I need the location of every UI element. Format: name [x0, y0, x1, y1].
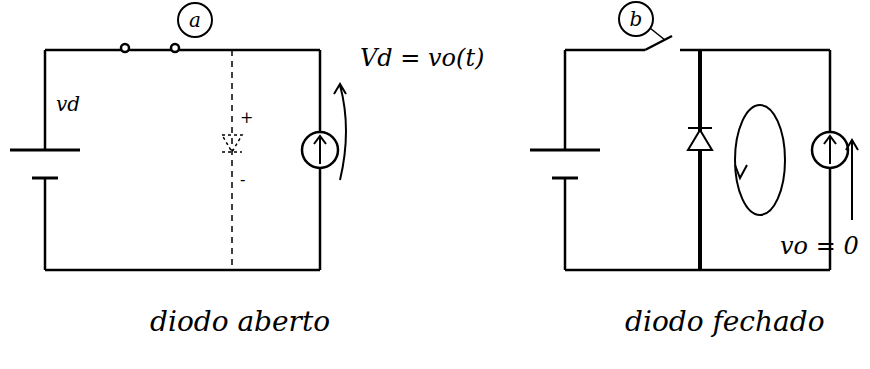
wire	[564, 50, 567, 150]
wire	[45, 269, 320, 272]
wire	[564, 178, 567, 270]
current-loop	[735, 105, 785, 215]
battery-plate	[10, 149, 80, 152]
diode-short	[698, 50, 702, 270]
diode-symbol-dashed	[222, 135, 242, 152]
callout-circle: b	[618, 1, 654, 37]
diode-symbol	[688, 128, 712, 150]
source-arrow	[314, 136, 326, 164]
wire	[319, 50, 322, 132]
callout-circle: a	[177, 2, 213, 38]
wire	[829, 50, 832, 132]
handwritten-label: +	[240, 108, 253, 127]
voltage-arrow	[846, 140, 858, 220]
diode-open-dashed	[231, 50, 233, 270]
voltage-arrow	[334, 84, 346, 180]
switch-contact	[121, 44, 129, 52]
wire	[565, 269, 830, 272]
wire	[565, 49, 645, 52]
current-source	[812, 132, 848, 168]
current-source	[302, 132, 338, 168]
handwritten-label: -	[240, 170, 245, 189]
handwritten-label: vd	[56, 92, 80, 116]
wire	[680, 49, 830, 52]
handwritten-label: vo = 0	[780, 232, 859, 260]
loop-arrow	[735, 165, 747, 178]
source-arrow	[824, 136, 836, 164]
handwritten-label: diodo aberto	[150, 305, 330, 338]
wire	[45, 49, 320, 52]
wire	[319, 168, 322, 270]
switch-blade	[645, 36, 672, 50]
leader-line	[650, 28, 665, 40]
wire	[44, 178, 47, 270]
battery-plate	[530, 149, 600, 152]
handwritten-label: diodo fechado	[625, 305, 825, 338]
switch-contact	[171, 44, 179, 52]
wire	[44, 50, 47, 150]
callout-letter: a	[189, 8, 201, 32]
handwritten-label: Vd = vo(t)	[360, 44, 484, 72]
callout-letter: b	[630, 7, 643, 31]
